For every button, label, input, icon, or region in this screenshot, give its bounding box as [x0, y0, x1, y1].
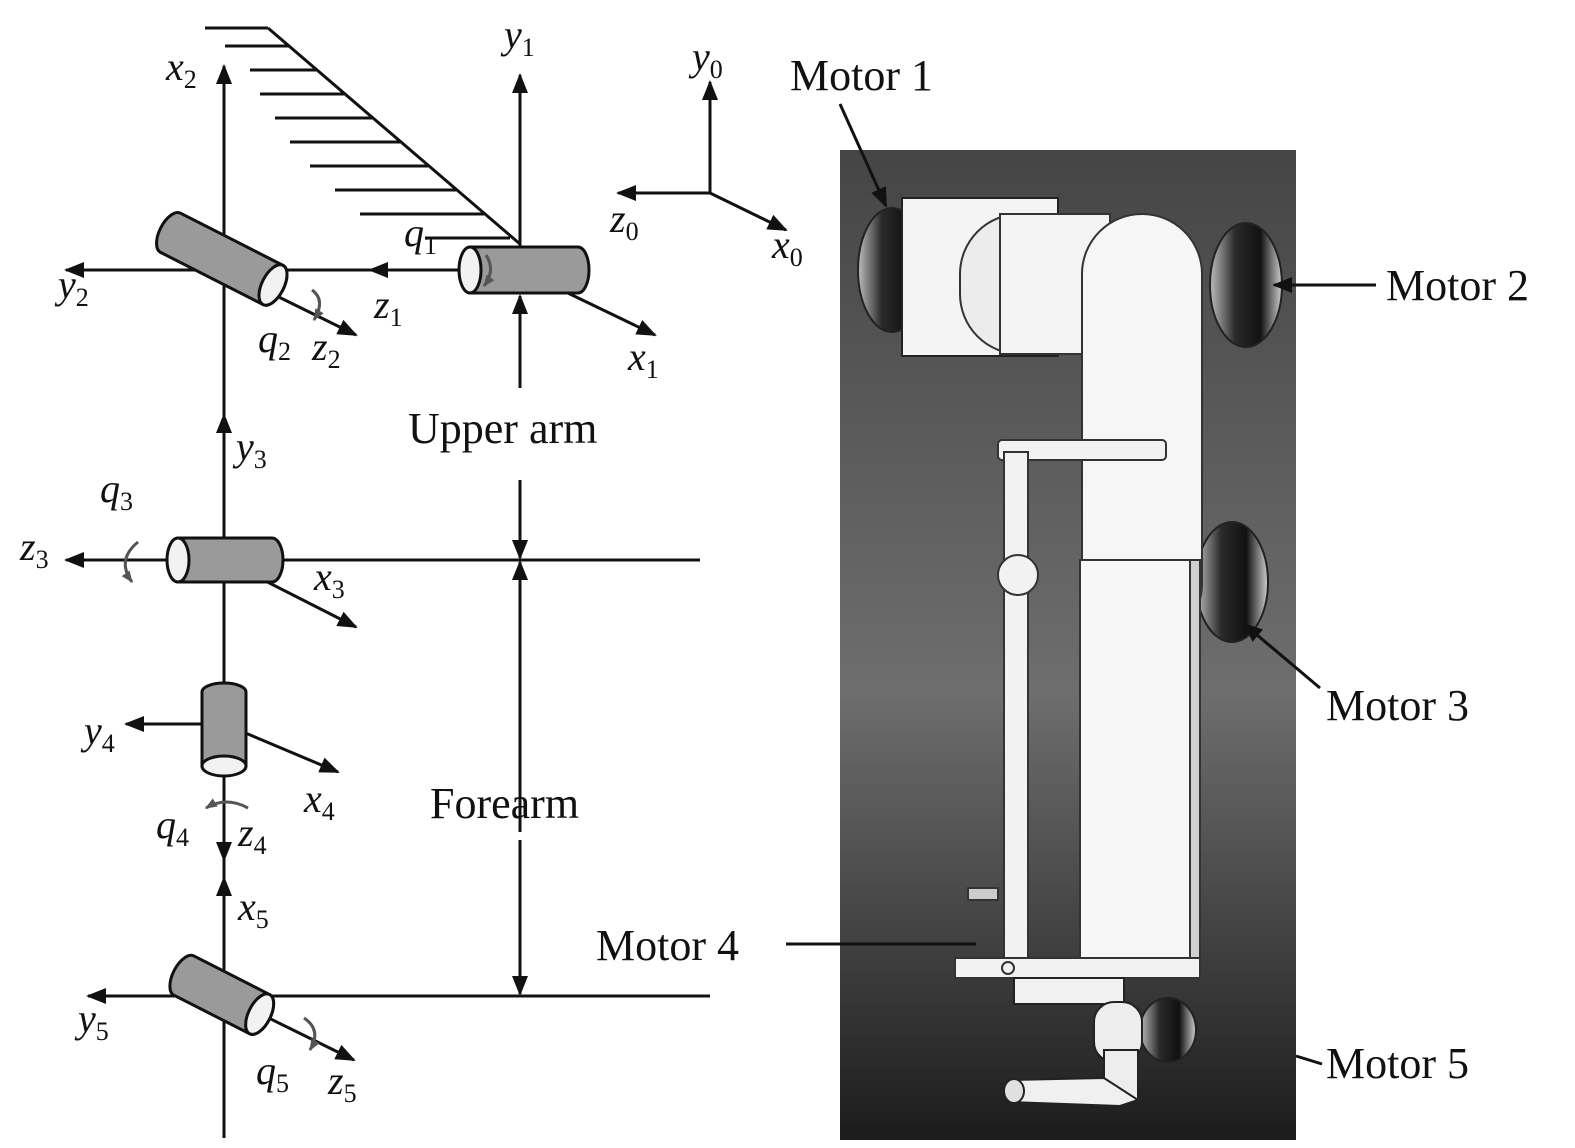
svg-text:q2: q2 [258, 316, 291, 366]
rotation-arrows [121, 254, 495, 1052]
svg-text:y2: y2 [54, 262, 89, 312]
cad-render-panel [840, 150, 1296, 1140]
svg-text:y4: y4 [80, 708, 115, 758]
motor-3-label: Motor 3 [1326, 681, 1469, 730]
q5-rotation-arrow [303, 1016, 320, 1052]
motor-2-part [1209, 222, 1283, 348]
svg-text:x1: x1 [627, 334, 659, 384]
svg-text:x5: x5 [237, 884, 269, 934]
svg-text:z0: z0 [609, 196, 639, 246]
svg-text:x4: x4 [303, 776, 335, 826]
svg-text:y5: y5 [74, 996, 109, 1046]
motor-callouts [786, 103, 1376, 1066]
svg-text:x0: x0 [771, 222, 803, 272]
forearm-label: Forearm [430, 779, 579, 828]
svg-text:y3: y3 [232, 424, 267, 474]
svg-text:z4: z4 [237, 810, 267, 860]
svg-text:z2: z2 [311, 324, 341, 374]
svg-text:z1: z1 [373, 282, 403, 332]
joint-cylinders [155, 211, 591, 1036]
svg-text:q5: q5 [256, 1048, 289, 1098]
motor-5-label: Motor 5 [1326, 1039, 1469, 1088]
motor-2-label: Motor 2 [1386, 261, 1529, 310]
q2-rotation-arrow [311, 288, 324, 322]
svg-text:z3: z3 [19, 524, 49, 574]
svg-text:x3: x3 [313, 554, 345, 604]
svg-text:q4: q4 [156, 802, 189, 852]
svg-text:y0: y0 [688, 34, 723, 84]
joint-3-cylinder [165, 536, 285, 584]
svg-text:y1: y1 [500, 12, 535, 62]
motor-5-part [1003, 977, 1197, 1108]
q4-rotation-arrow [204, 798, 249, 810]
svg-text:z5: z5 [327, 1058, 357, 1108]
svg-text:x2: x2 [165, 44, 197, 94]
upper-arm-label: Upper arm [408, 404, 597, 453]
motor-labels: Motor 1 Motor 2 Motor 3 Motor 4 Motor 5 [596, 51, 1529, 1088]
frame-labels: y0 z0 x0 y1 q1 z1 x1 x2 y2 q2 z2 y3 q3 z… [19, 12, 803, 1108]
linkage-bar [954, 439, 1201, 979]
joint-1-cylinder [457, 245, 591, 295]
ground-hatch [205, 26, 521, 246]
svg-text:q3: q3 [100, 466, 133, 516]
forearm-plate [1079, 559, 1201, 961]
joint-2-cylinder [155, 211, 289, 307]
motor-4-label: Motor 4 [596, 921, 739, 970]
joint-5-cylinder [168, 953, 276, 1036]
motor-3-part [1195, 521, 1269, 643]
frame-0 [616, 80, 788, 232]
frame-3 [64, 413, 700, 832]
joint-4-cylinder [200, 681, 248, 778]
q1-rotation-arrow [482, 254, 495, 287]
motor-1-label: Motor 1 [790, 51, 933, 100]
svg-text:q1: q1 [404, 210, 437, 260]
q3-rotation-arrow [121, 540, 139, 583]
